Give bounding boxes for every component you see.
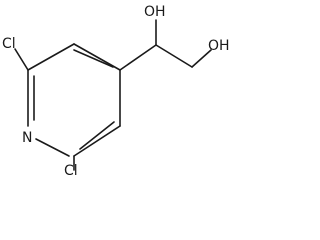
atom-label-cl-top: Cl — [2, 36, 16, 52]
bond-ch-ch2 — [155, 44, 193, 68]
bond-c6-c5-double — [79, 121, 115, 150]
bond-n-c6 — [35, 138, 70, 157]
bond-c4-ch — [119, 44, 157, 71]
atom-label-n: N — [22, 130, 32, 146]
bond-c4-c3 — [73, 43, 121, 71]
atom-label-cl-bottom: Cl — [64, 163, 78, 177]
bond-ch2-oh-right — [191, 49, 212, 68]
bond-c3-c2 — [27, 43, 75, 71]
chemical-structure-diagram: OH OH N Cl Cl — [2, 4, 230, 177]
atom-label-oh-top: OH — [144, 4, 166, 20]
pyridine-ring — [27, 43, 121, 157]
bond-c6-c5 — [73, 125, 121, 157]
bond-c2-cl-top — [14, 48, 29, 71]
bond-c4-c3-double — [73, 49, 114, 68]
atom-label-oh-right: OH — [208, 38, 230, 54]
